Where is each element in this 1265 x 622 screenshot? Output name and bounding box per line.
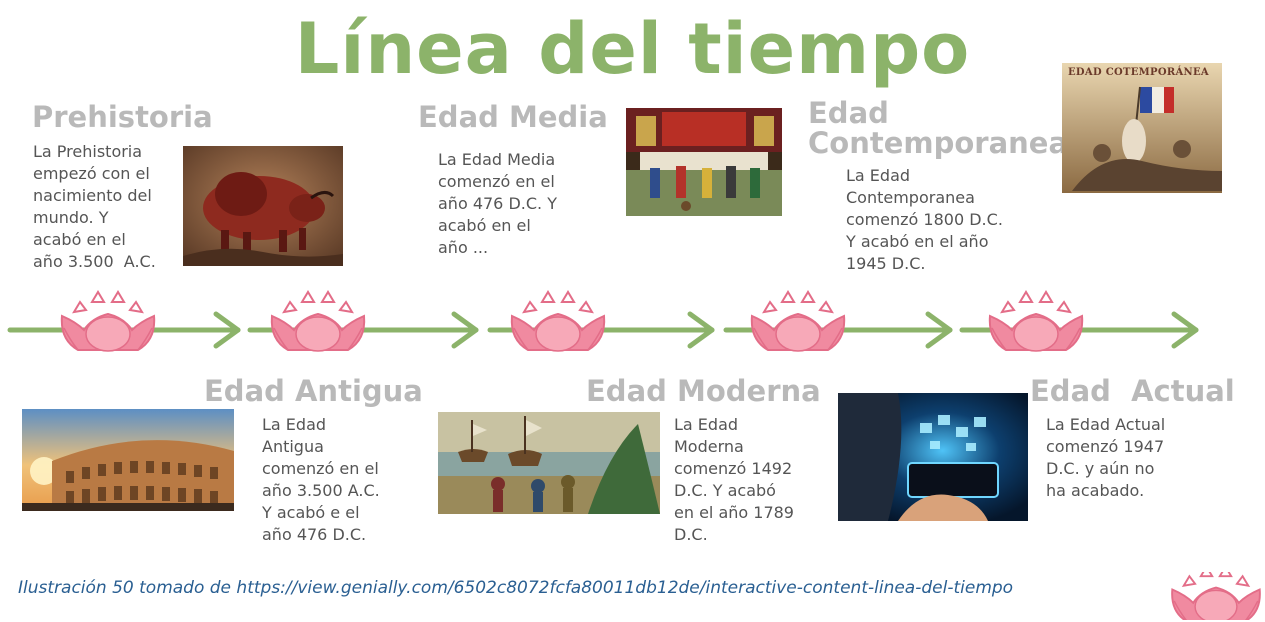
era-title-line-2: Contemporanea (808, 126, 1069, 161)
description-line: D.C. y aún no (1046, 459, 1155, 478)
lotus-marker-5 (988, 290, 1084, 352)
description-line: mundo. Y (33, 208, 109, 227)
era-description-edad-antigua: La Edad Antigua comenzó en el año 3.500 … (262, 414, 380, 546)
description-line: acabó en el (33, 230, 126, 249)
description-line: año 3.500 A.C. (33, 252, 156, 271)
description-line: año 476 D.C. Y (438, 194, 557, 213)
description-line: D.C. Y acabó (674, 481, 776, 500)
description-line: comenzó 1492 (674, 459, 793, 478)
description-line: año 476 D.C. (262, 525, 367, 544)
era-description-edad-moderna: La Edad Moderna comenzó 1492 D.C. Y acab… (674, 414, 794, 546)
description-line: La Prehistoria (33, 142, 143, 161)
caption-lotus-icon (1171, 572, 1261, 620)
lotus-marker-1 (60, 290, 156, 352)
timeline-axis (7, 290, 1199, 352)
timeline-arrowhead (1171, 311, 1199, 349)
era-description-edad-media: La Edad Media comenzó en el año 476 D.C.… (438, 149, 557, 259)
era-description-edad-actual: La Edad Actual comenzó 1947 D.C. y aún n… (1046, 414, 1165, 502)
description-line: Antigua (262, 437, 324, 456)
description-line: acabó en el (438, 216, 531, 235)
description-line: empezó con el (33, 164, 150, 183)
description-line: año ... (438, 238, 489, 257)
timeline-arrowhead (925, 311, 953, 349)
description-line: La Edad (262, 415, 327, 434)
era-title-edad-contemporanea: Edad Contemporanea (808, 98, 1068, 159)
description-line: ha acabado. (1046, 481, 1145, 500)
description-line: Moderna (674, 437, 744, 456)
technology-hand-image (838, 393, 1028, 521)
description-line: La Edad Actual (1046, 415, 1166, 434)
revolution-painting-image: EDAD COTEMPORÁNEA (1062, 63, 1222, 193)
description-line: Y acabó e el (262, 503, 360, 522)
description-line: comenzó en el (262, 459, 379, 478)
description-line: La Edad (846, 166, 911, 185)
colosseum-image (22, 409, 234, 511)
explorers-ships-image (438, 412, 660, 514)
lotus-marker-3 (510, 290, 606, 352)
lotus-marker-4 (750, 290, 846, 352)
era-title-edad-media: Edad Media (418, 100, 608, 134)
description-line: Y acabó en el año (846, 232, 989, 251)
figure-caption: Ilustración 50 tomado de https://view.ge… (18, 578, 1014, 598)
timeline-arrowhead (213, 311, 241, 349)
description-line: La Edad Media (438, 150, 556, 169)
description-line: comenzó 1947 (1046, 437, 1165, 456)
era-title-edad-antigua: Edad Antigua (204, 374, 423, 408)
description-line: 1945 D.C. (846, 254, 926, 273)
timeline-arrowhead (451, 311, 479, 349)
caption-lotus (1171, 572, 1261, 620)
era-description-prehistoria: La Prehistoria empezó con el nacimiento … (33, 141, 156, 273)
description-line: nacimiento del (33, 186, 152, 205)
cave-painting-bison-image (183, 146, 343, 266)
era-title-text: Edad Actual (1030, 374, 1235, 408)
era-title-edad-actual: Edad Actual (1030, 376, 1235, 406)
description-line: D.C. (674, 525, 708, 544)
description-line: año 3.500 A.C. (262, 481, 380, 500)
page-title: Línea del tiempo (294, 8, 971, 90)
era-title-edad-moderna: Edad Moderna (586, 374, 821, 408)
description-line: comenzó en el (438, 172, 555, 191)
lotus-marker-2 (270, 290, 366, 352)
description-line: Contemporanea (846, 188, 975, 207)
era-description-edad-contemporanea: La Edad Contemporanea comenzó 1800 D.C. … (846, 165, 1003, 275)
description-line: comenzó 1800 D.C. (846, 210, 1003, 229)
description-line: en el año 1789 (674, 503, 794, 522)
description-line: La Edad (674, 415, 739, 434)
revolution-banner-text: EDAD COTEMPORÁNEA (1068, 67, 1209, 78)
era-title-prehistoria: Prehistoria (32, 100, 213, 134)
era-title-line-1: Edad (808, 96, 889, 130)
timeline-arrowhead (687, 311, 715, 349)
medieval-feast-image (626, 108, 782, 216)
